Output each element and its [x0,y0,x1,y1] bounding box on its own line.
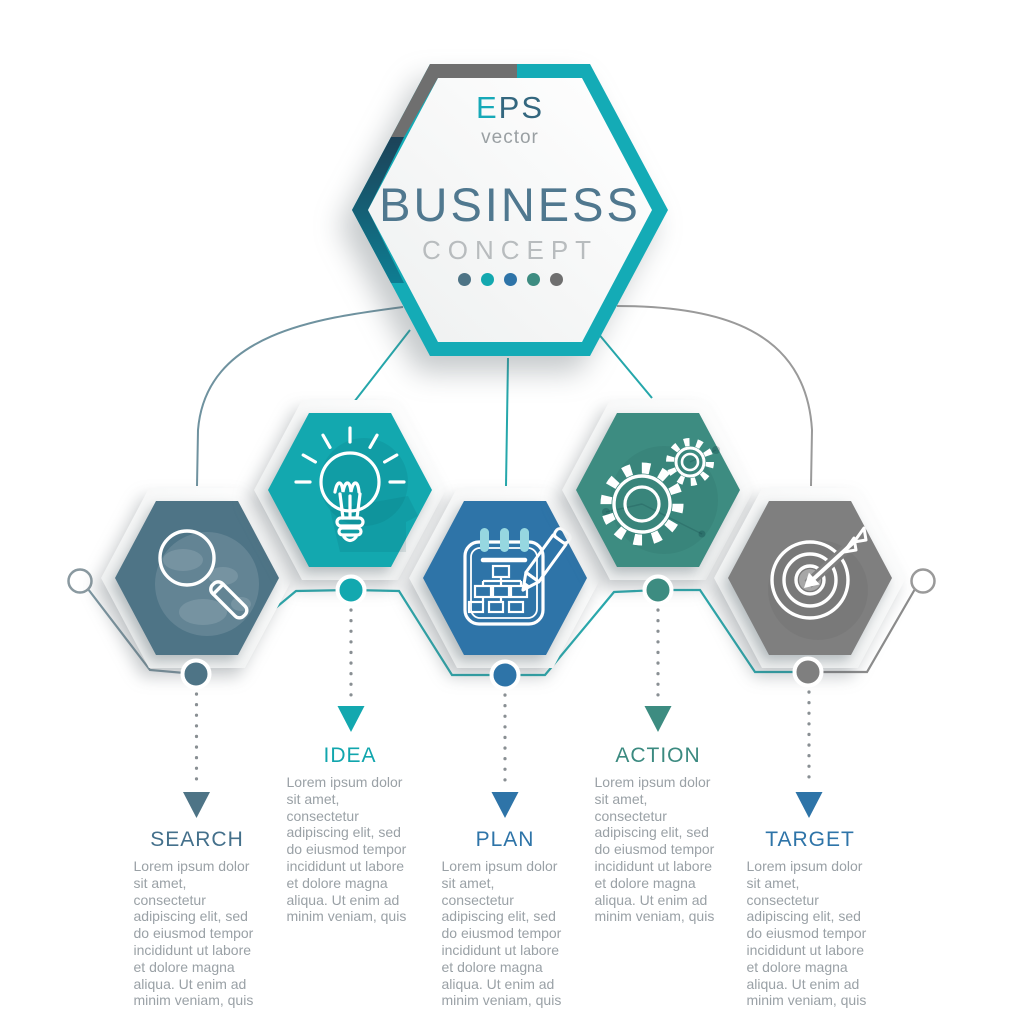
dot-slate [457,273,471,286]
left-end-ring [67,568,93,594]
right-end-ring [910,568,936,594]
gears-icon [600,438,720,554]
node-search [180,658,212,690]
dot-gray [549,273,563,286]
step-target-label: TARGET [765,828,855,851]
step-action: ACTION Lorem ipsum dolor sit amet, conse… [563,744,753,925]
arrow-idea [337,706,365,732]
magnifier-globe-icon [155,529,259,636]
eps-label: EPS [475,90,545,125]
step-plan: PLAN Lorem ipsum dolor sit amet, consect… [410,828,600,1009]
node-target [792,656,824,688]
lightbulb-head-icon [294,426,418,552]
dot-blue [503,273,517,286]
step-idea-description: Lorem ipsum dolor sit amet, consectetur … [286,774,407,925]
top-connector-lines [196,305,814,487]
dot-teal-green [526,273,540,286]
hexagon-target [714,488,906,668]
arrow-target [795,792,823,818]
step-target: TARGET Lorem ipsum dolor sit amet, conse… [715,828,905,1009]
step-search: SEARCH Lorem ipsum dolor sit amet, conse… [102,828,292,1009]
step-idea: IDEA Lorem ipsum dolor sit amet, consect… [255,744,445,925]
page-title: BUSINESS [379,178,641,231]
arrow-plan [491,792,519,818]
step-plan-label: PLAN [475,828,535,851]
bottom-chain-line [67,568,936,677]
page-subtitle: CONCEPT [421,235,599,265]
step-plan-description: Lorem ipsum dolor sit amet, consectetur … [441,858,562,1009]
step-search-label: SEARCH [150,828,244,851]
hexagon-search [101,488,293,668]
step-node-circles [180,574,824,691]
target-arrow-icon [768,526,868,640]
arrow-search [183,792,210,818]
dot-teal [480,273,494,286]
node-idea [335,574,367,606]
step-idea-label: IDEA [323,744,377,767]
arrow-action [644,706,672,732]
concept-dots [355,273,665,286]
main-hexagon-text: EPS vector BUSINESS CONCEPT [355,90,665,286]
hexagon-action [562,400,754,580]
main-hexagon [352,64,668,356]
step-action-description: Lorem ipsum dolor sit amet, consectetur … [594,774,715,925]
step-search-description: Lorem ipsum dolor sit amet, consectetur … [133,858,254,1009]
eps-sublabel: vector [481,127,539,148]
dotted-droplines [194,608,811,789]
step-target-description: Lorem ipsum dolor sit amet, consectetur … [746,858,867,1009]
dropline-arrowheads [183,706,823,818]
hexagon-idea [254,400,446,580]
hexagon-plan [409,488,601,668]
notepad-pencil-icon [463,527,572,626]
node-action [642,574,674,606]
node-plan [489,659,521,691]
step-action-label: ACTION [615,744,701,767]
